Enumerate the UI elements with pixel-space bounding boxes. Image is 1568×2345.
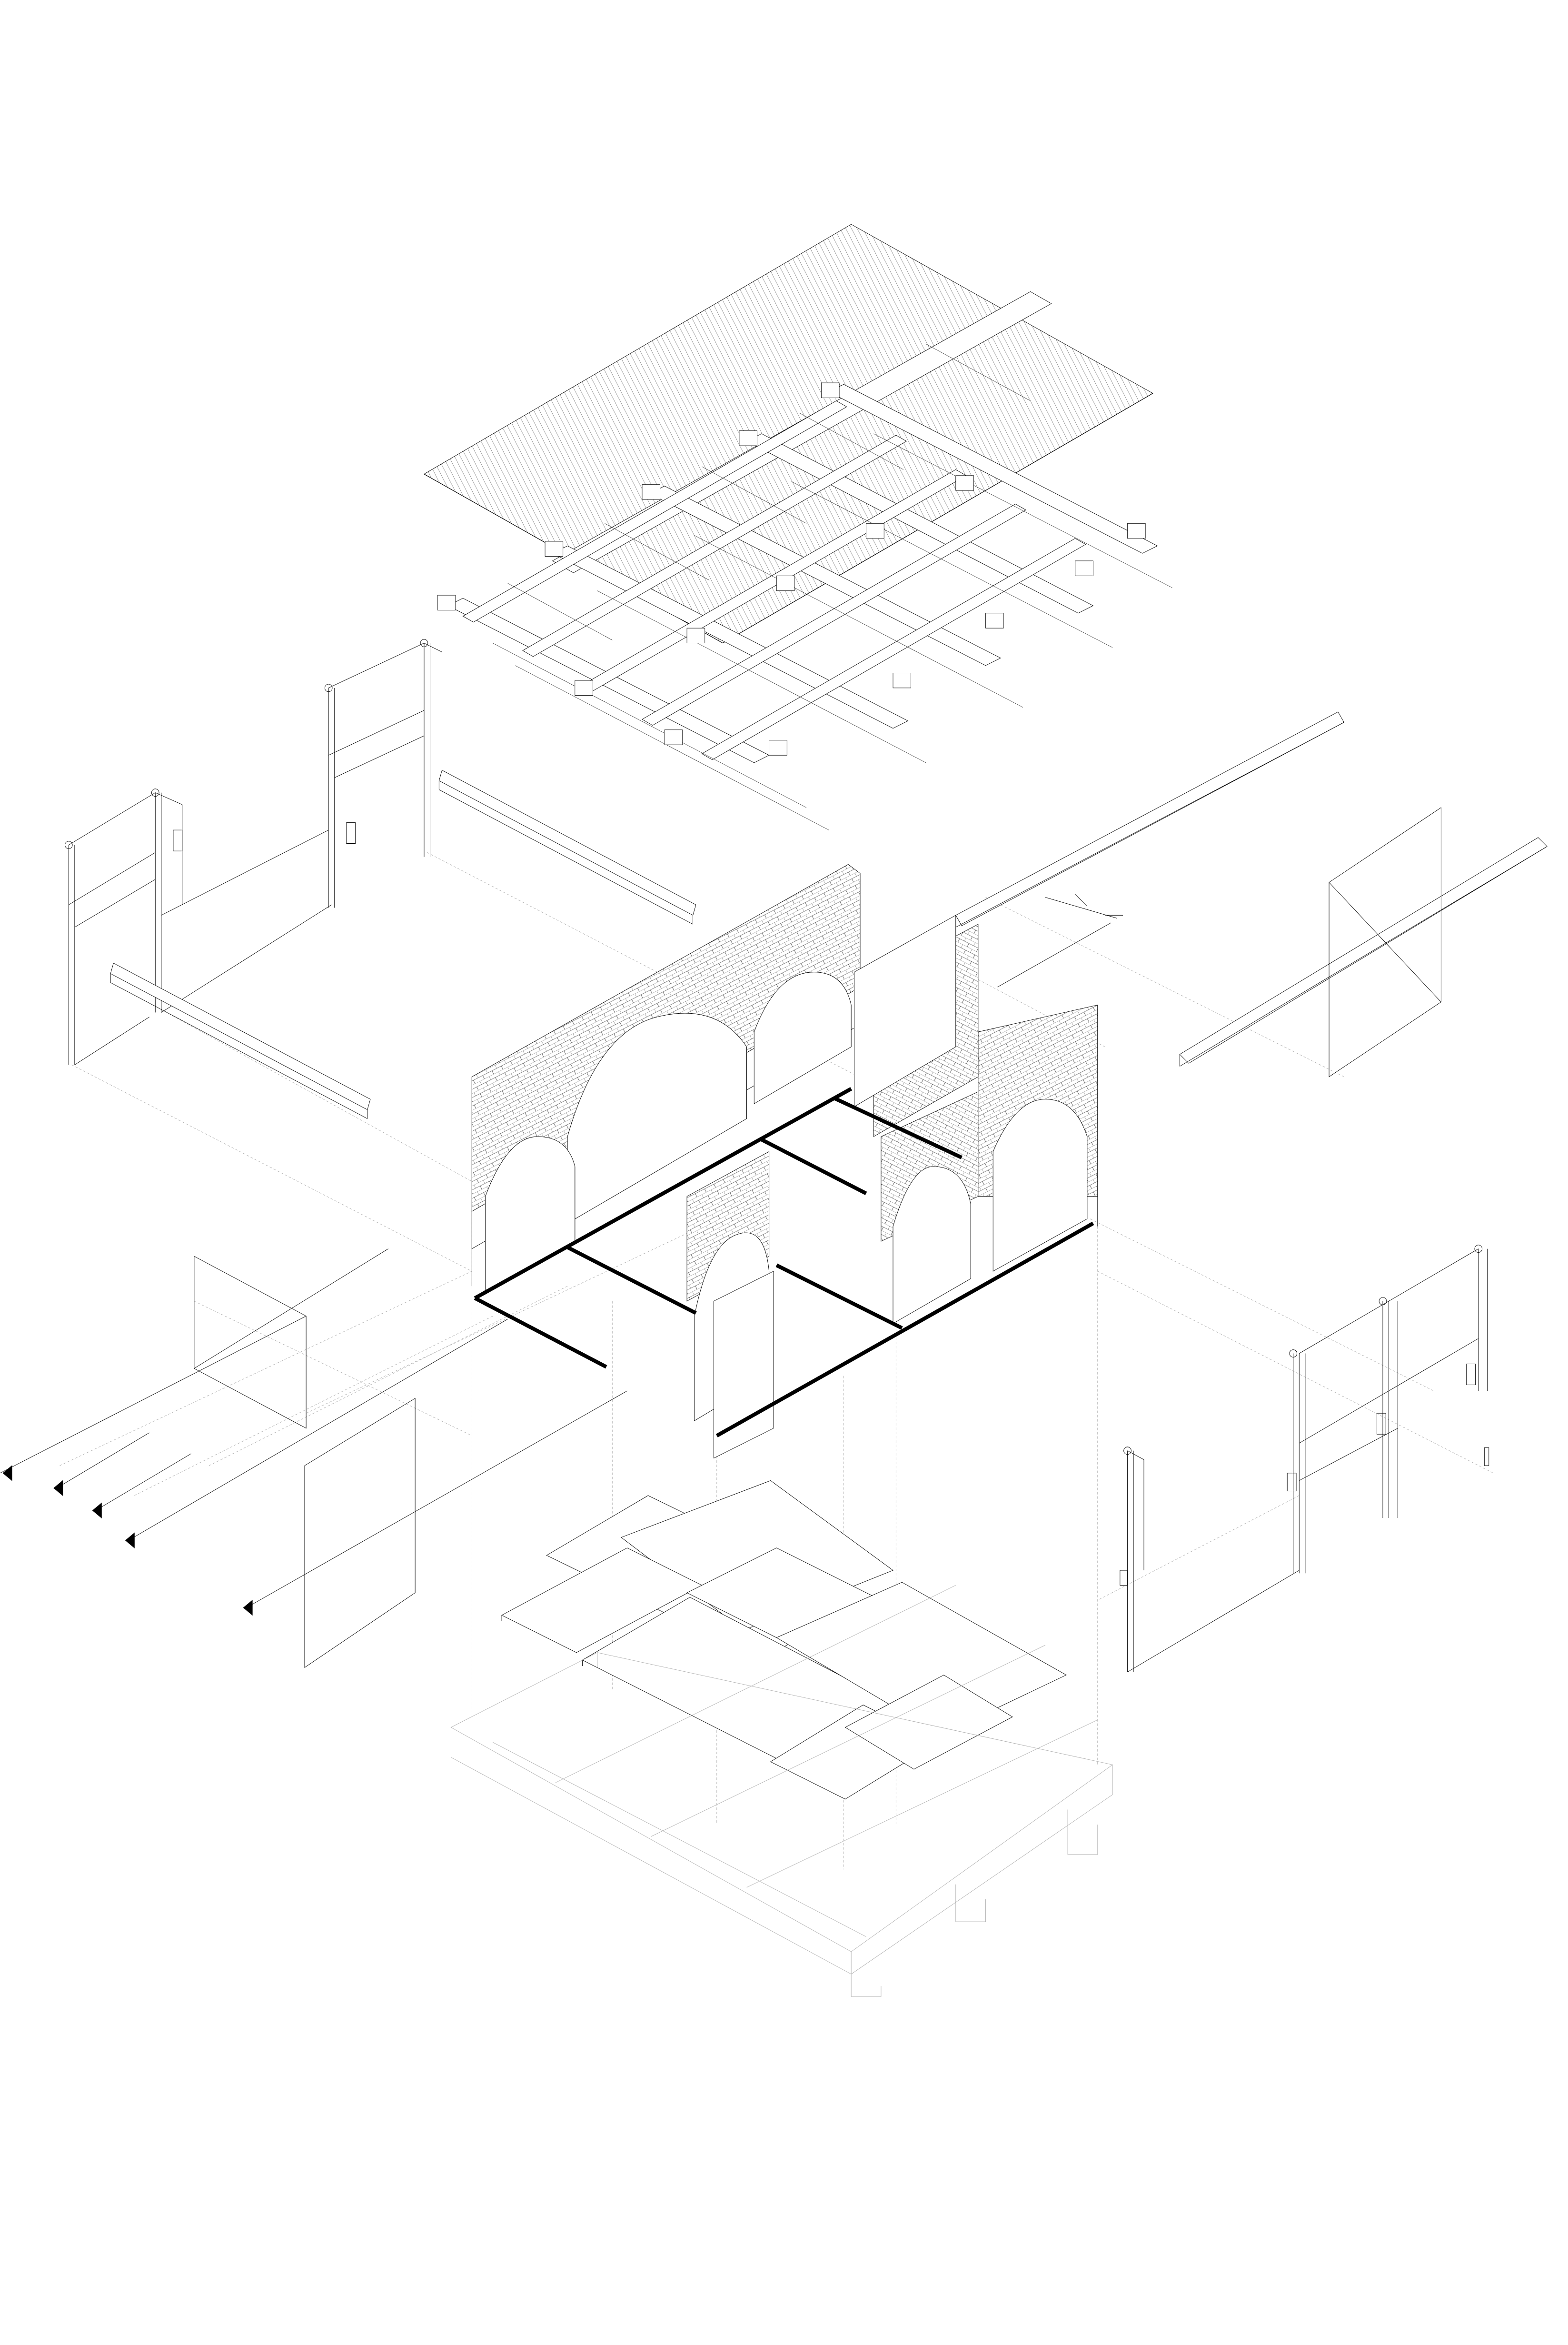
right-canvas-screens xyxy=(1120,1245,1489,1672)
hanging-panels xyxy=(0,808,1441,1667)
brick-arched-walls xyxy=(472,864,1097,1458)
black-wall-plan xyxy=(475,1089,1093,1436)
floor-panels xyxy=(502,1481,1066,1799)
left-canvas-screens xyxy=(65,639,442,1065)
timber-beams xyxy=(110,712,1547,1118)
roof-timber-frame xyxy=(437,291,1172,830)
platform-base xyxy=(451,1585,1112,1996)
